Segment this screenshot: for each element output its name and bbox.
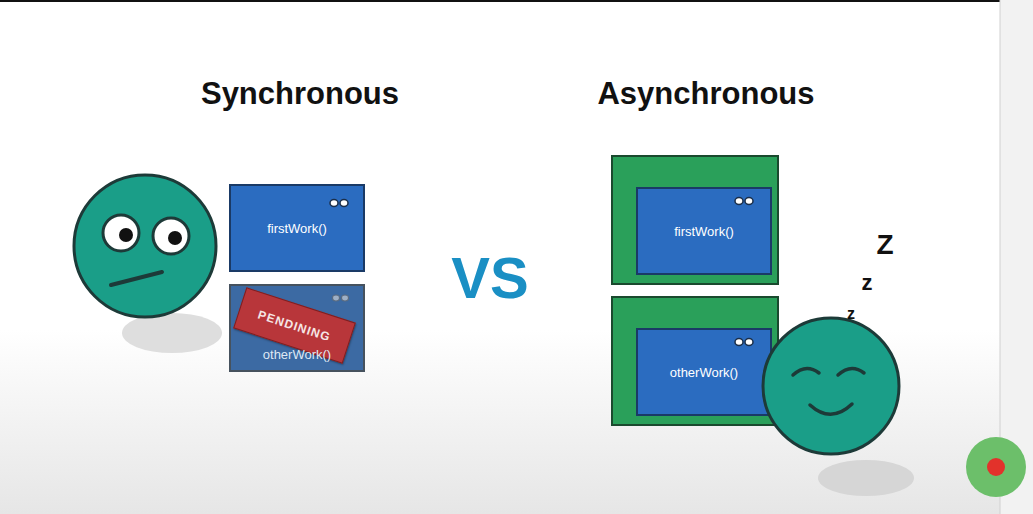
function-name: otherWork() [263, 347, 331, 362]
task-box: firstWork() [229, 184, 365, 272]
async-frame: otherWork() [611, 296, 779, 426]
sleep-letter: z [862, 270, 873, 296]
stamp-text: PENDINING [256, 307, 332, 344]
function-name: firstWork() [674, 224, 734, 239]
function-name: otherWork() [670, 365, 738, 380]
section-heading: Synchronous [201, 76, 399, 112]
async-frame: firstWork() [611, 155, 779, 285]
worried-face [74, 175, 216, 317]
sleeping-face [763, 318, 899, 454]
record-button [966, 437, 1026, 497]
function-name: firstWork() [267, 221, 327, 236]
sleep-letter: z [847, 305, 855, 323]
sleep-letter: Z [876, 229, 893, 261]
section-heading: Asynchronous [597, 76, 814, 112]
versus-text: VS [451, 244, 528, 311]
